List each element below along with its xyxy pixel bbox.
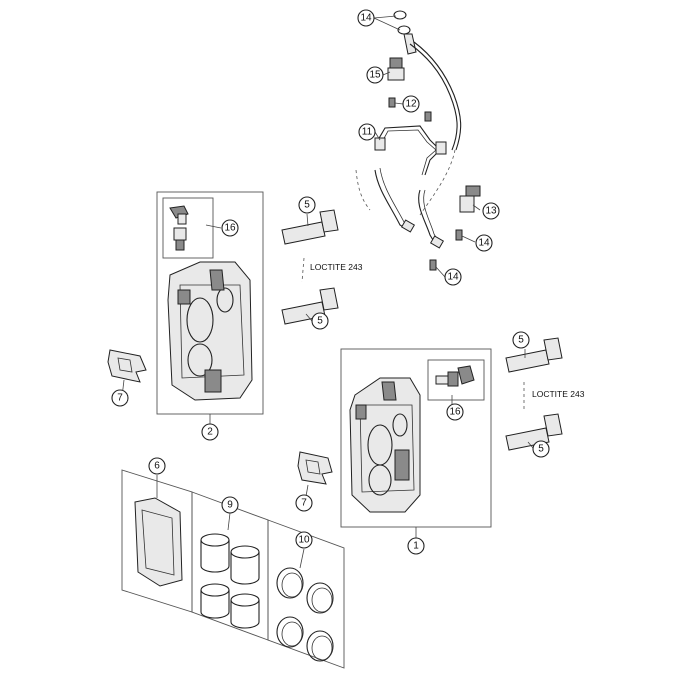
callout-2: 2 xyxy=(201,423,219,441)
bridge-fitting-left xyxy=(374,137,386,151)
bolt-upper-left xyxy=(281,209,339,245)
callout-16-left-label: 16 xyxy=(224,223,236,234)
callout-15-label: 15 xyxy=(369,70,381,81)
bleeder-right-frame xyxy=(427,359,485,401)
callout-1: 1 xyxy=(407,537,425,555)
callout-14-top-label: 14 xyxy=(360,13,372,24)
seals xyxy=(276,567,334,662)
callout-16-right: 16 xyxy=(446,403,464,421)
callout-12: 12 xyxy=(402,95,420,113)
bleed-screw-b xyxy=(429,259,437,271)
hose-upper-outline xyxy=(413,41,462,151)
callout-15: 15 xyxy=(366,66,384,84)
callout-2-label: 2 xyxy=(207,427,213,438)
bridge-fitting-right xyxy=(435,141,447,155)
callout-12-label: 12 xyxy=(405,99,417,110)
pad-spring-right xyxy=(297,451,333,485)
callout-11: 11 xyxy=(358,123,376,141)
loctite-note-right: LOCTITE 243 xyxy=(532,389,585,399)
callout-13: 13 xyxy=(482,202,500,220)
bridge-pipe-outline xyxy=(381,129,437,176)
callout-9: 9 xyxy=(221,496,239,514)
callout-6-label: 6 xyxy=(154,461,160,472)
callout-5-lower-left-label: 5 xyxy=(317,316,323,327)
callout-5-lower-right: 5 xyxy=(532,440,550,458)
bleeder-left-frame xyxy=(162,197,214,259)
loctite-note-left: LOCTITE 243 xyxy=(310,262,363,272)
bolt-upper-right xyxy=(505,337,563,373)
bolt-13-head xyxy=(465,185,481,197)
brake-line-assembly xyxy=(355,10,481,271)
bridge-pipe xyxy=(377,125,441,176)
callout-10: 10 xyxy=(295,531,313,549)
brake-pad xyxy=(134,497,183,587)
hose-dash-a xyxy=(419,149,456,216)
callout-14-mid-label: 14 xyxy=(478,238,490,249)
bolt-13-body xyxy=(459,195,475,213)
callout-5-lower-left: 5 xyxy=(311,312,329,330)
screw-12b xyxy=(424,111,432,122)
callout-5-lower-right-label: 5 xyxy=(538,444,544,455)
hose-right xyxy=(418,189,437,246)
callout-5-upper-right-label: 5 xyxy=(518,335,524,346)
hose-end-right xyxy=(429,235,445,249)
pistons xyxy=(200,533,260,629)
callout-16-right-label: 16 xyxy=(449,407,461,418)
callout-5-upper-left-label: 5 xyxy=(304,200,310,211)
callout-7-right-label: 7 xyxy=(301,498,307,509)
pad-spring-left xyxy=(107,349,147,383)
hose-dash-b xyxy=(355,169,371,211)
hose-end-left xyxy=(400,219,416,233)
callout-7-left: 7 xyxy=(111,389,129,407)
bleeder-kit-right xyxy=(435,365,475,387)
callout-6: 6 xyxy=(148,457,166,475)
callout-5-upper-left: 5 xyxy=(298,196,316,214)
callout-14-low: 14 xyxy=(444,268,462,286)
callout-1-label: 1 xyxy=(413,541,419,552)
hose-right-outline xyxy=(423,189,441,245)
callout-14-low-label: 14 xyxy=(447,272,459,283)
screw-12a xyxy=(388,97,396,108)
bleed-screw-a xyxy=(455,229,463,241)
callout-14-top: 14 xyxy=(357,9,375,27)
callout-13-label: 13 xyxy=(485,206,497,217)
loctite-leader-left xyxy=(301,257,305,283)
hose-left-outline xyxy=(379,167,412,228)
bleed-valve-base xyxy=(387,67,405,81)
caliper-left-body xyxy=(167,261,253,401)
callout-11-label: 11 xyxy=(362,127,373,138)
bleeder-kit-left xyxy=(169,205,189,251)
hose-upper xyxy=(409,43,458,151)
callout-7-left-label: 7 xyxy=(117,393,123,404)
callout-16-left: 16 xyxy=(221,219,239,237)
bleed-valve-body xyxy=(389,57,403,69)
callout-7-right: 7 xyxy=(295,494,313,512)
hose-left xyxy=(374,169,409,231)
callout-10-label: 10 xyxy=(298,535,310,546)
bolt-lower-left xyxy=(281,287,339,325)
bolt-lower-right xyxy=(505,413,563,451)
callout-14-mid: 14 xyxy=(475,234,493,252)
callout-5-upper-right: 5 xyxy=(512,331,530,349)
washer-top xyxy=(393,10,407,20)
caliper-right-body xyxy=(349,377,421,513)
callout-9-label: 9 xyxy=(227,500,233,511)
seals-panel xyxy=(267,519,345,669)
